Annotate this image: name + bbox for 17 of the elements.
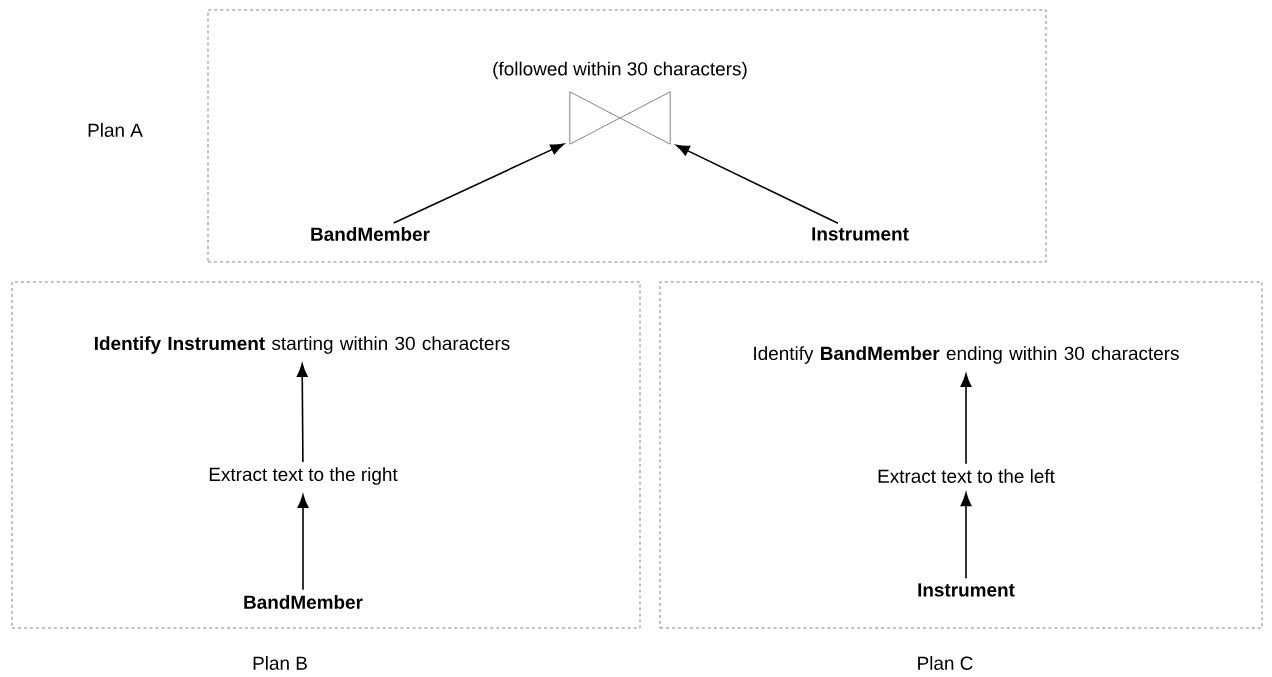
step-text: Identify Instrument starting within 30 characters [95,336,510,354]
step-text: Identify BandMember ending within 30 characters [754,346,1179,364]
step-text: Extract text to the left [878,469,1055,483]
step-text: Instrument [918,583,1015,597]
step-text: Extract text to the right [209,467,398,485]
node-label: Plan C [918,656,973,670]
step-text: BandMember [244,595,363,609]
step-text: Instrument [812,227,909,241]
step-text: BandMember [311,227,430,241]
arrow [392,143,564,224]
arrow [960,492,972,579]
arrow [297,494,309,591]
arrow [676,144,839,225]
node-label: Plan A [88,123,143,137]
arrow [960,373,972,465]
arrow [296,363,308,463]
node-label: Plan B [253,656,307,670]
